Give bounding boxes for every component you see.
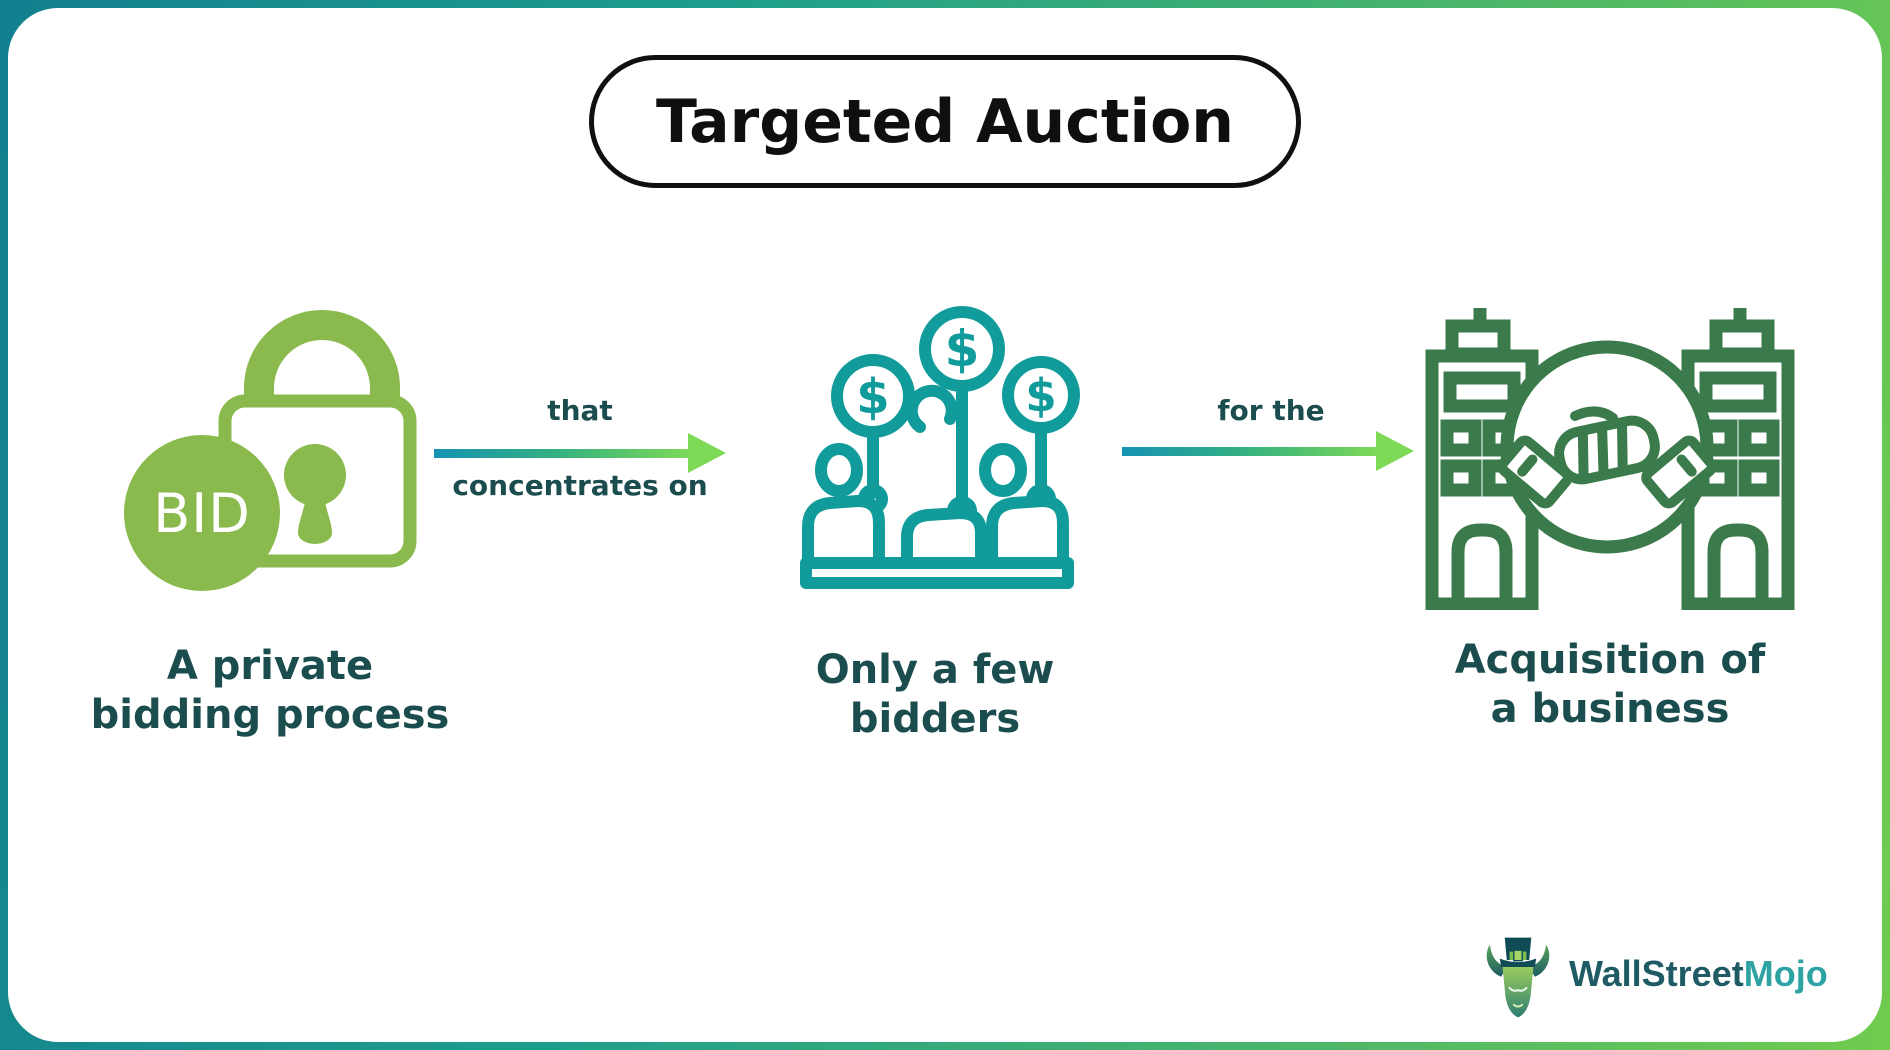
bidders-icon: $ $ $ [800, 306, 1080, 589]
step2-caption-line2: bidders [849, 695, 1021, 742]
connector1-label-below: concentrates on [452, 469, 708, 502]
bid-badge [124, 435, 280, 591]
connector2-label-above: for the [1217, 394, 1325, 427]
step1-caption-line2: bidding process [90, 691, 450, 738]
title-pill: Targeted Auction [588, 55, 1302, 188]
bid-badge-label: BID [153, 482, 251, 545]
handshake-icon [1497, 406, 1717, 509]
step1-caption: A private bidding process [70, 642, 470, 740]
page-title: Targeted Auction [655, 86, 1235, 157]
logo-text-primary: WallStreet [1569, 953, 1744, 994]
dollar-paddle-symbol: $ [945, 320, 980, 378]
acquisition-handshake-icon [1425, 308, 1795, 610]
step3-caption-line1: Acquisition of [1454, 637, 1766, 683]
dollar-paddle-symbol: $ [856, 369, 889, 425]
step3-caption: Acquisition of a business [1410, 636, 1810, 734]
dollar-paddle-symbol: $ [1025, 369, 1056, 422]
arrow-right-icon [1122, 431, 1414, 471]
arrow-right-icon [434, 433, 726, 473]
title-container: Targeted Auction [0, 55, 1890, 188]
bid-lock-icon: BID [124, 310, 417, 591]
connector1-label-above: that [547, 394, 613, 427]
logo-wordmark: WallStreetMojo [1569, 953, 1828, 995]
step1-caption-line1: A private [166, 643, 374, 689]
step3-caption-line2: a business [1490, 685, 1730, 732]
step2-caption: Only a few bidders [735, 646, 1135, 744]
bull-mascot-icon [1486, 937, 1550, 1018]
logo-text-secondary: Mojo [1743, 953, 1828, 994]
wallstreetmojo-logo: WallStreetMojo [1483, 926, 1828, 1022]
step2-caption-line1: Only a few [815, 647, 1055, 693]
